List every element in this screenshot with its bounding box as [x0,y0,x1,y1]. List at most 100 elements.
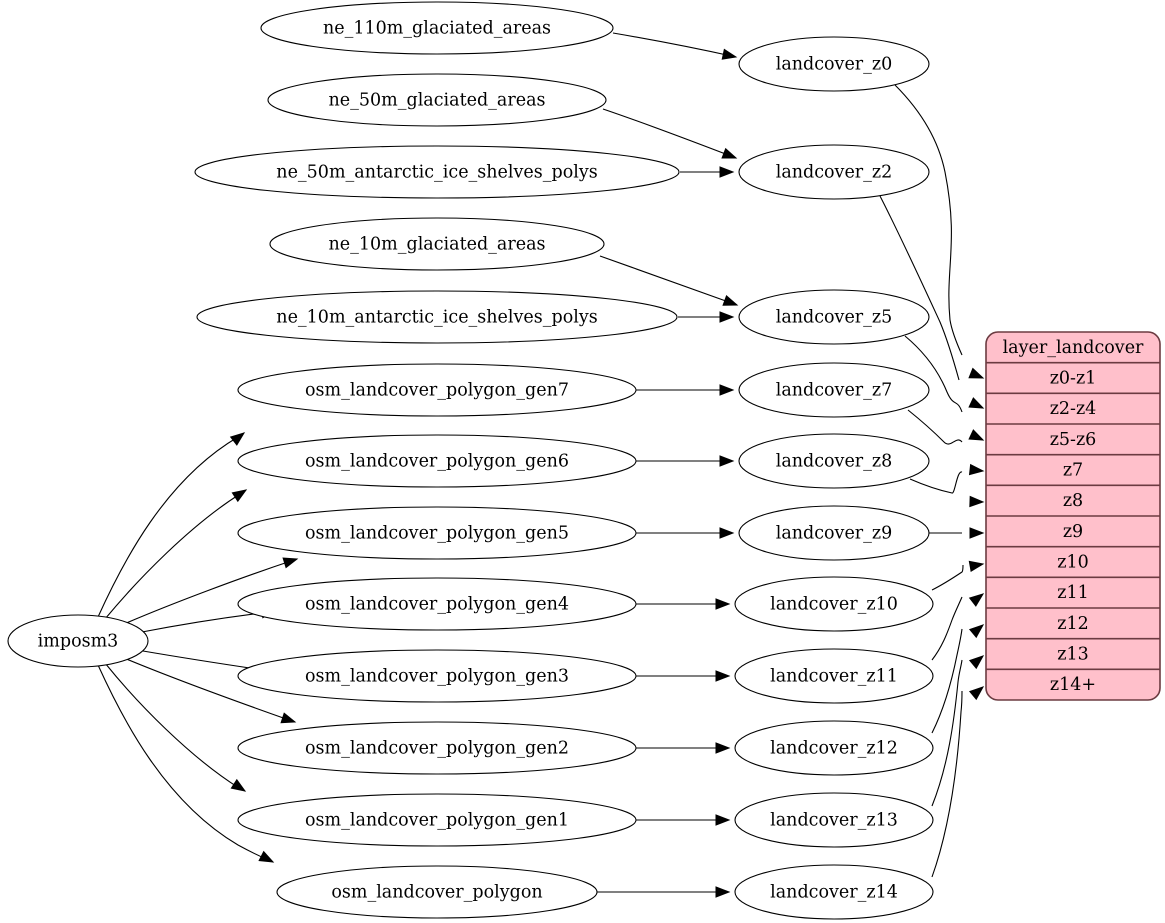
edge-ne50ga-to-lz2 [602,108,737,159]
node-lz10[interactable]: landcover_z10 [734,576,934,632]
node-shape-ellipse [734,720,934,776]
arrowhead-icon [968,686,985,701]
node-shape-ellipse [734,792,934,848]
arrowhead-icon [715,598,731,610]
arrowhead-icon [722,295,739,306]
nodes-layer: imposm3 ne_110m_glaciated_areas ne_50m_gla… [7,1,934,920]
table-header-label: layer_landcover [1003,338,1144,358]
node-label: osm_landcover_polygon_gen4 [305,595,569,615]
arrowhead-icon [258,850,275,863]
node-label: ne_110m_glaciated_areas [323,19,551,39]
node-label: ne_10m_glaciated_areas [329,235,546,255]
node-gen0[interactable]: osm_landcover_polygon [276,865,598,919]
node-label: osm_landcover_polygon_gen3 [305,667,569,687]
layer-landcover-table[interactable]: layer_landcoverz0-z1z2-z4z5-z6z7z8z9z10z… [985,331,1161,701]
arrowhead-icon [715,886,731,898]
arrowhead-icon [230,778,247,792]
node-label: osm_landcover_polygon_gen6 [305,452,569,472]
arrowhead-icon [968,397,985,409]
edge-lz11-to-row7 [931,596,963,661]
arrowhead-icon [715,742,731,754]
node-lz9[interactable]: landcover_z9 [738,505,930,561]
node-gen7[interactable]: osm_landcover_polygon_gen7 [237,363,637,417]
node-shape-ellipse [196,290,678,344]
node-shape-ellipse [738,433,930,489]
node-shape-ellipse [734,576,934,632]
table-row-label: z2-z4 [1050,399,1097,419]
node-lz11[interactable]: landcover_z11 [734,648,934,704]
node-lz8[interactable]: landcover_z8 [738,433,930,489]
node-gen3[interactable]: osm_landcover_polygon_gen3 [237,649,637,703]
node-ne10ga[interactable]: ne_10m_glaciated_areas [269,217,605,271]
node-lz0[interactable]: landcover_z0 [738,36,930,92]
node-label: landcover_z9 [776,524,893,544]
table-row-label: z13 [1057,645,1089,665]
edge-ne10ga-to-lz5 [599,255,738,306]
node-lz12[interactable]: landcover_z12 [734,720,934,776]
node-lz2[interactable]: landcover_z2 [738,144,930,200]
node-shape-ellipse [237,434,637,488]
node-shape-ellipse [237,506,637,560]
node-ne110ga[interactable]: ne_110m_glaciated_areas [260,1,614,55]
node-shape-ellipse [269,217,605,271]
node-label: landcover_z0 [776,55,893,75]
arrowhead-icon [229,432,246,446]
arrowhead-icon [280,712,297,724]
arrowhead-icon [721,48,738,60]
arrowhead-icon [968,429,985,441]
edges-layer [97,32,964,893]
arrowhead-icon [282,557,299,569]
node-shape-ellipse [237,721,637,775]
node-gen5[interactable]: osm_landcover_polygon_gen5 [237,506,637,560]
arrowhead-icon [715,814,731,826]
node-lz5[interactable]: landcover_z5 [738,289,930,345]
node-ne10aisp[interactable]: ne_10m_antarctic_ice_shelves_polys [196,290,678,344]
node-ne50ga[interactable]: ne_50m_glaciated_areas [267,73,607,127]
node-shape-ellipse [237,577,637,631]
node-gen4[interactable]: osm_landcover_polygon_gen4 [237,577,637,631]
node-shape-ellipse [260,1,614,55]
node-label: osm_landcover_polygon [331,883,542,903]
node-label: osm_landcover_polygon_gen7 [305,381,569,401]
edge-lz12-to-row8 [931,628,963,734]
node-shape-ellipse [237,363,637,417]
node-lz14[interactable]: landcover_z14 [734,864,934,920]
node-ne50aisp[interactable]: ne_50m_antarctic_ice_shelves_polys [194,145,680,199]
node-shape-ellipse [738,289,930,345]
table-row-label: z11 [1057,583,1089,603]
edge-lz0-to-row0 [894,84,963,356]
table-row-label: z0-z1 [1050,369,1097,389]
edge-ne110ga-to-lz0 [612,32,737,58]
edge-imposm3-to-gen1 [104,662,246,792]
arrowheads-layer [229,48,985,898]
arrowhead-icon [719,384,735,396]
arrowhead-icon [719,166,735,178]
node-label: ne_50m_glaciated_areas [329,91,546,111]
arrowhead-icon [719,455,735,467]
arrowhead-icon [968,463,985,476]
node-gen2[interactable]: osm_landcover_polygon_gen2 [237,721,637,775]
node-label: imposm3 [38,632,119,652]
node-gen1[interactable]: osm_landcover_polygon_gen1 [237,793,637,847]
node-label: landcover_z13 [770,811,898,831]
node-shape-ellipse [237,649,637,703]
arrowhead-icon [968,624,985,639]
edge-lz13-to-row9 [931,659,963,807]
table-row-label: z7 [1063,461,1083,481]
table-row-label: z9 [1063,522,1083,542]
edge-lz14-to-row10 [931,690,963,878]
node-lz13[interactable]: landcover_z13 [734,792,934,848]
node-lz7[interactable]: landcover_z7 [738,362,930,418]
node-label: landcover_z14 [770,883,898,903]
node-shape-ellipse [738,362,930,418]
node-label: osm_landcover_polygon_gen2 [305,739,569,759]
node-imposm3[interactable]: imposm3 [7,614,149,668]
arrowhead-icon [721,147,738,159]
node-label: landcover_z5 [776,308,893,328]
arrowhead-icon [968,655,985,670]
edge-lz10-to-row6 [931,564,964,591]
node-label: landcover_z2 [776,163,893,183]
node-shape-ellipse [738,36,930,92]
node-gen6[interactable]: osm_landcover_polygon_gen6 [237,434,637,488]
edge-lz8-to-row4 [909,471,963,494]
